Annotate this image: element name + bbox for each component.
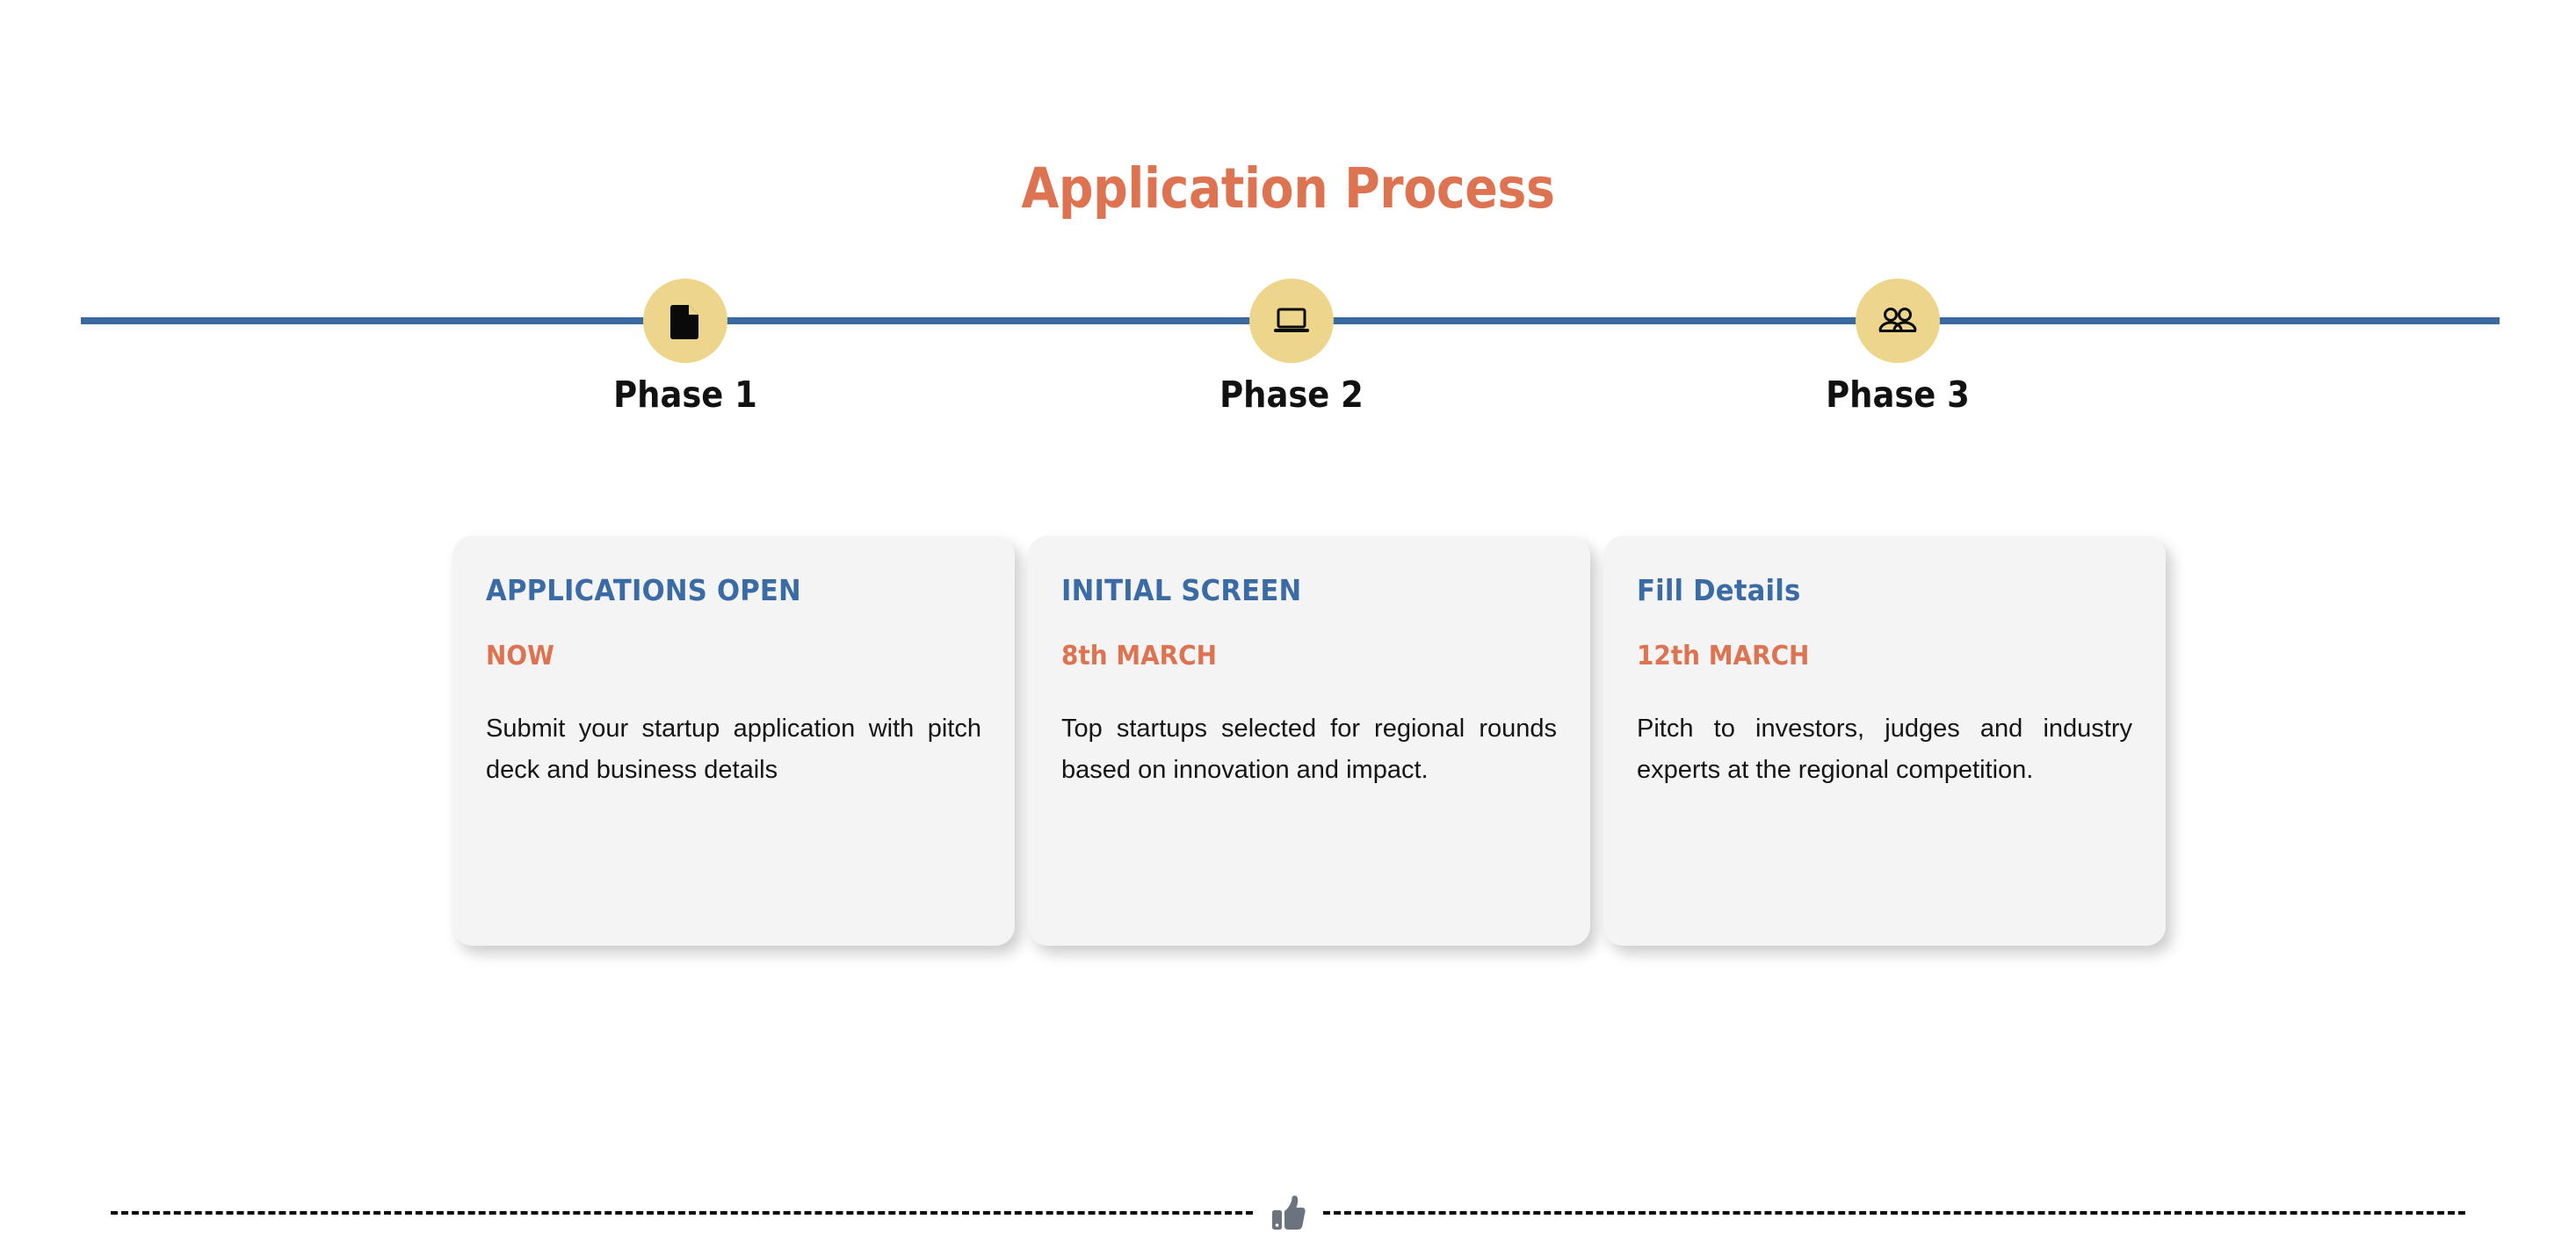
- node-circle: [1249, 279, 1334, 363]
- node-label-phase-1: Phase 1: [613, 374, 757, 416]
- card-date: 12th MARCH: [1637, 641, 1810, 671]
- page-title: Application Process: [1021, 156, 1555, 221]
- node-circle: [643, 279, 727, 363]
- document-icon: [669, 302, 701, 339]
- timeline-node-phase-1[interactable]: Phase 1: [613, 279, 757, 416]
- card-body: Submit your startup application with pit…: [486, 715, 981, 784]
- card-body: Top startups selected for regional round…: [1061, 715, 1557, 784]
- timeline-node-phase-3[interactable]: Phase 3: [1826, 279, 1970, 416]
- card-date: NOW: [486, 641, 554, 671]
- timeline: Phase 1 Phase 2: [0, 0, 2576, 457]
- node-label-phase-2: Phase 2: [1219, 374, 1364, 416]
- people-icon: [1878, 307, 1917, 335]
- phase-card-1[interactable]: APPLICATIONS OPEN NOW Submit your startu…: [452, 536, 1015, 946]
- node-circle: [1856, 279, 1940, 363]
- card-title: Fill Details: [1637, 573, 1801, 607]
- footer-divider: [0, 1185, 2576, 1241]
- dashed-line-left: [111, 1211, 1253, 1215]
- phase-card-3[interactable]: Fill Details 12th MARCH Pitch to investo…: [1603, 536, 2166, 946]
- node-label-phase-3: Phase 3: [1826, 374, 1970, 416]
- card-body: Pitch to investors, judges and industry …: [1637, 715, 2132, 784]
- thumbs-up-icon: [1253, 1194, 1323, 1231]
- card-title: APPLICATIONS OPEN: [486, 573, 801, 607]
- card-date: 8th MARCH: [1061, 641, 1217, 671]
- timeline-node-phase-2[interactable]: Phase 2: [1219, 279, 1364, 416]
- laptop-icon: [1272, 306, 1311, 336]
- card-title: INITIAL SCREEN: [1061, 573, 1302, 607]
- phase-card-2[interactable]: INITIAL SCREEN 8th MARCH Top startups se…: [1028, 536, 1590, 946]
- dashed-line-right: [1323, 1211, 2465, 1215]
